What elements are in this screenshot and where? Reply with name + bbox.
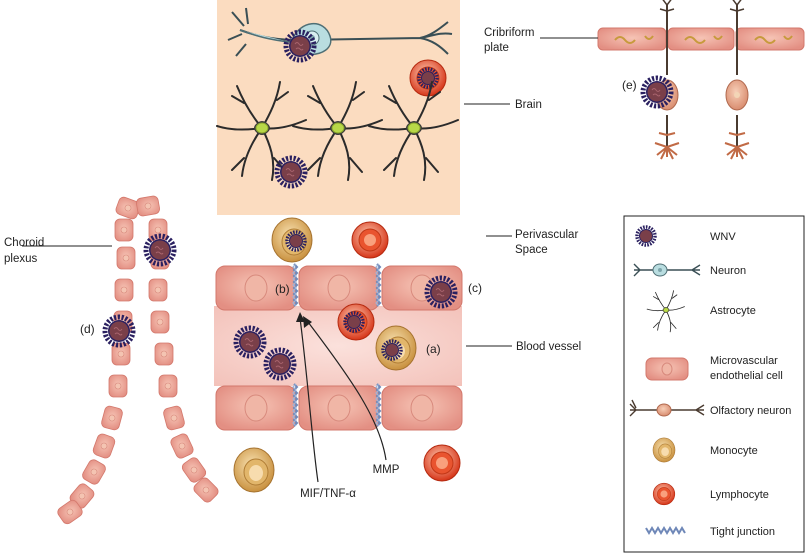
legend-wnv-label: WNV (710, 231, 736, 243)
monocyte-icon (652, 437, 676, 463)
legend-endothelial-label: Microvascular endothelial cell (710, 355, 783, 382)
lymphocyte-icon (652, 482, 676, 506)
legend: WNV Neuron Astrocyte Microvascular endot… (623, 215, 805, 553)
olfactory-neuron-icon (629, 399, 705, 417)
legend-olfactory-label: Olfactory neuron (710, 405, 791, 417)
legend-tight-junction-label: Tight junction (710, 526, 775, 538)
label-b: (b) (275, 282, 290, 296)
legend-lymphocyte-label: Lymphocyte (710, 489, 769, 501)
legend-astrocyte-label: Astrocyte (710, 305, 756, 317)
wnv-virus-icon (105, 317, 133, 345)
label-d: (d) (80, 322, 95, 336)
blood-vessel-label: Blood vessel (516, 341, 581, 353)
olfactory-neuron (654, 0, 680, 160)
cribriform-plate-label: Cribriform plate (484, 27, 538, 54)
perivascular-space-label: Perivascular Space (515, 229, 581, 256)
brain-label: Brain (515, 99, 542, 111)
label-e: (e) (622, 78, 637, 92)
mif-tnf-arrow (296, 312, 319, 483)
legend-neuron-label: Neuron (710, 265, 746, 277)
wnv-virus-icon (343, 311, 365, 333)
neuron-icon (633, 263, 701, 277)
choroid-plexus (55, 194, 221, 527)
wnv-virus-icon (417, 67, 439, 89)
lymphocyte (351, 221, 389, 259)
monocyte (233, 447, 275, 493)
label-a: (a) (426, 342, 441, 356)
lymphocyte (423, 444, 461, 482)
legend-monocyte-label: Monocyte (710, 445, 758, 457)
mmp-arrow (303, 316, 387, 461)
wnv-virus-icon (381, 339, 403, 361)
wnv-virus-icon (146, 236, 174, 264)
label-c: (c) (468, 281, 482, 295)
tight-junction-icon (645, 526, 686, 535)
cribriform-plate (597, 27, 805, 51)
brain-region (216, 0, 460, 215)
choroid-plexus-label: Choroid plexus (4, 237, 47, 265)
mif-tnf-label: MIF/TNF-α (300, 488, 356, 500)
endothelial-cell-icon (645, 357, 689, 381)
wnv-virus-icon (635, 225, 657, 247)
mmp-label: MMP (373, 464, 400, 476)
wnv-virus-icon (285, 230, 307, 252)
olfactory-neuron (724, 0, 750, 160)
